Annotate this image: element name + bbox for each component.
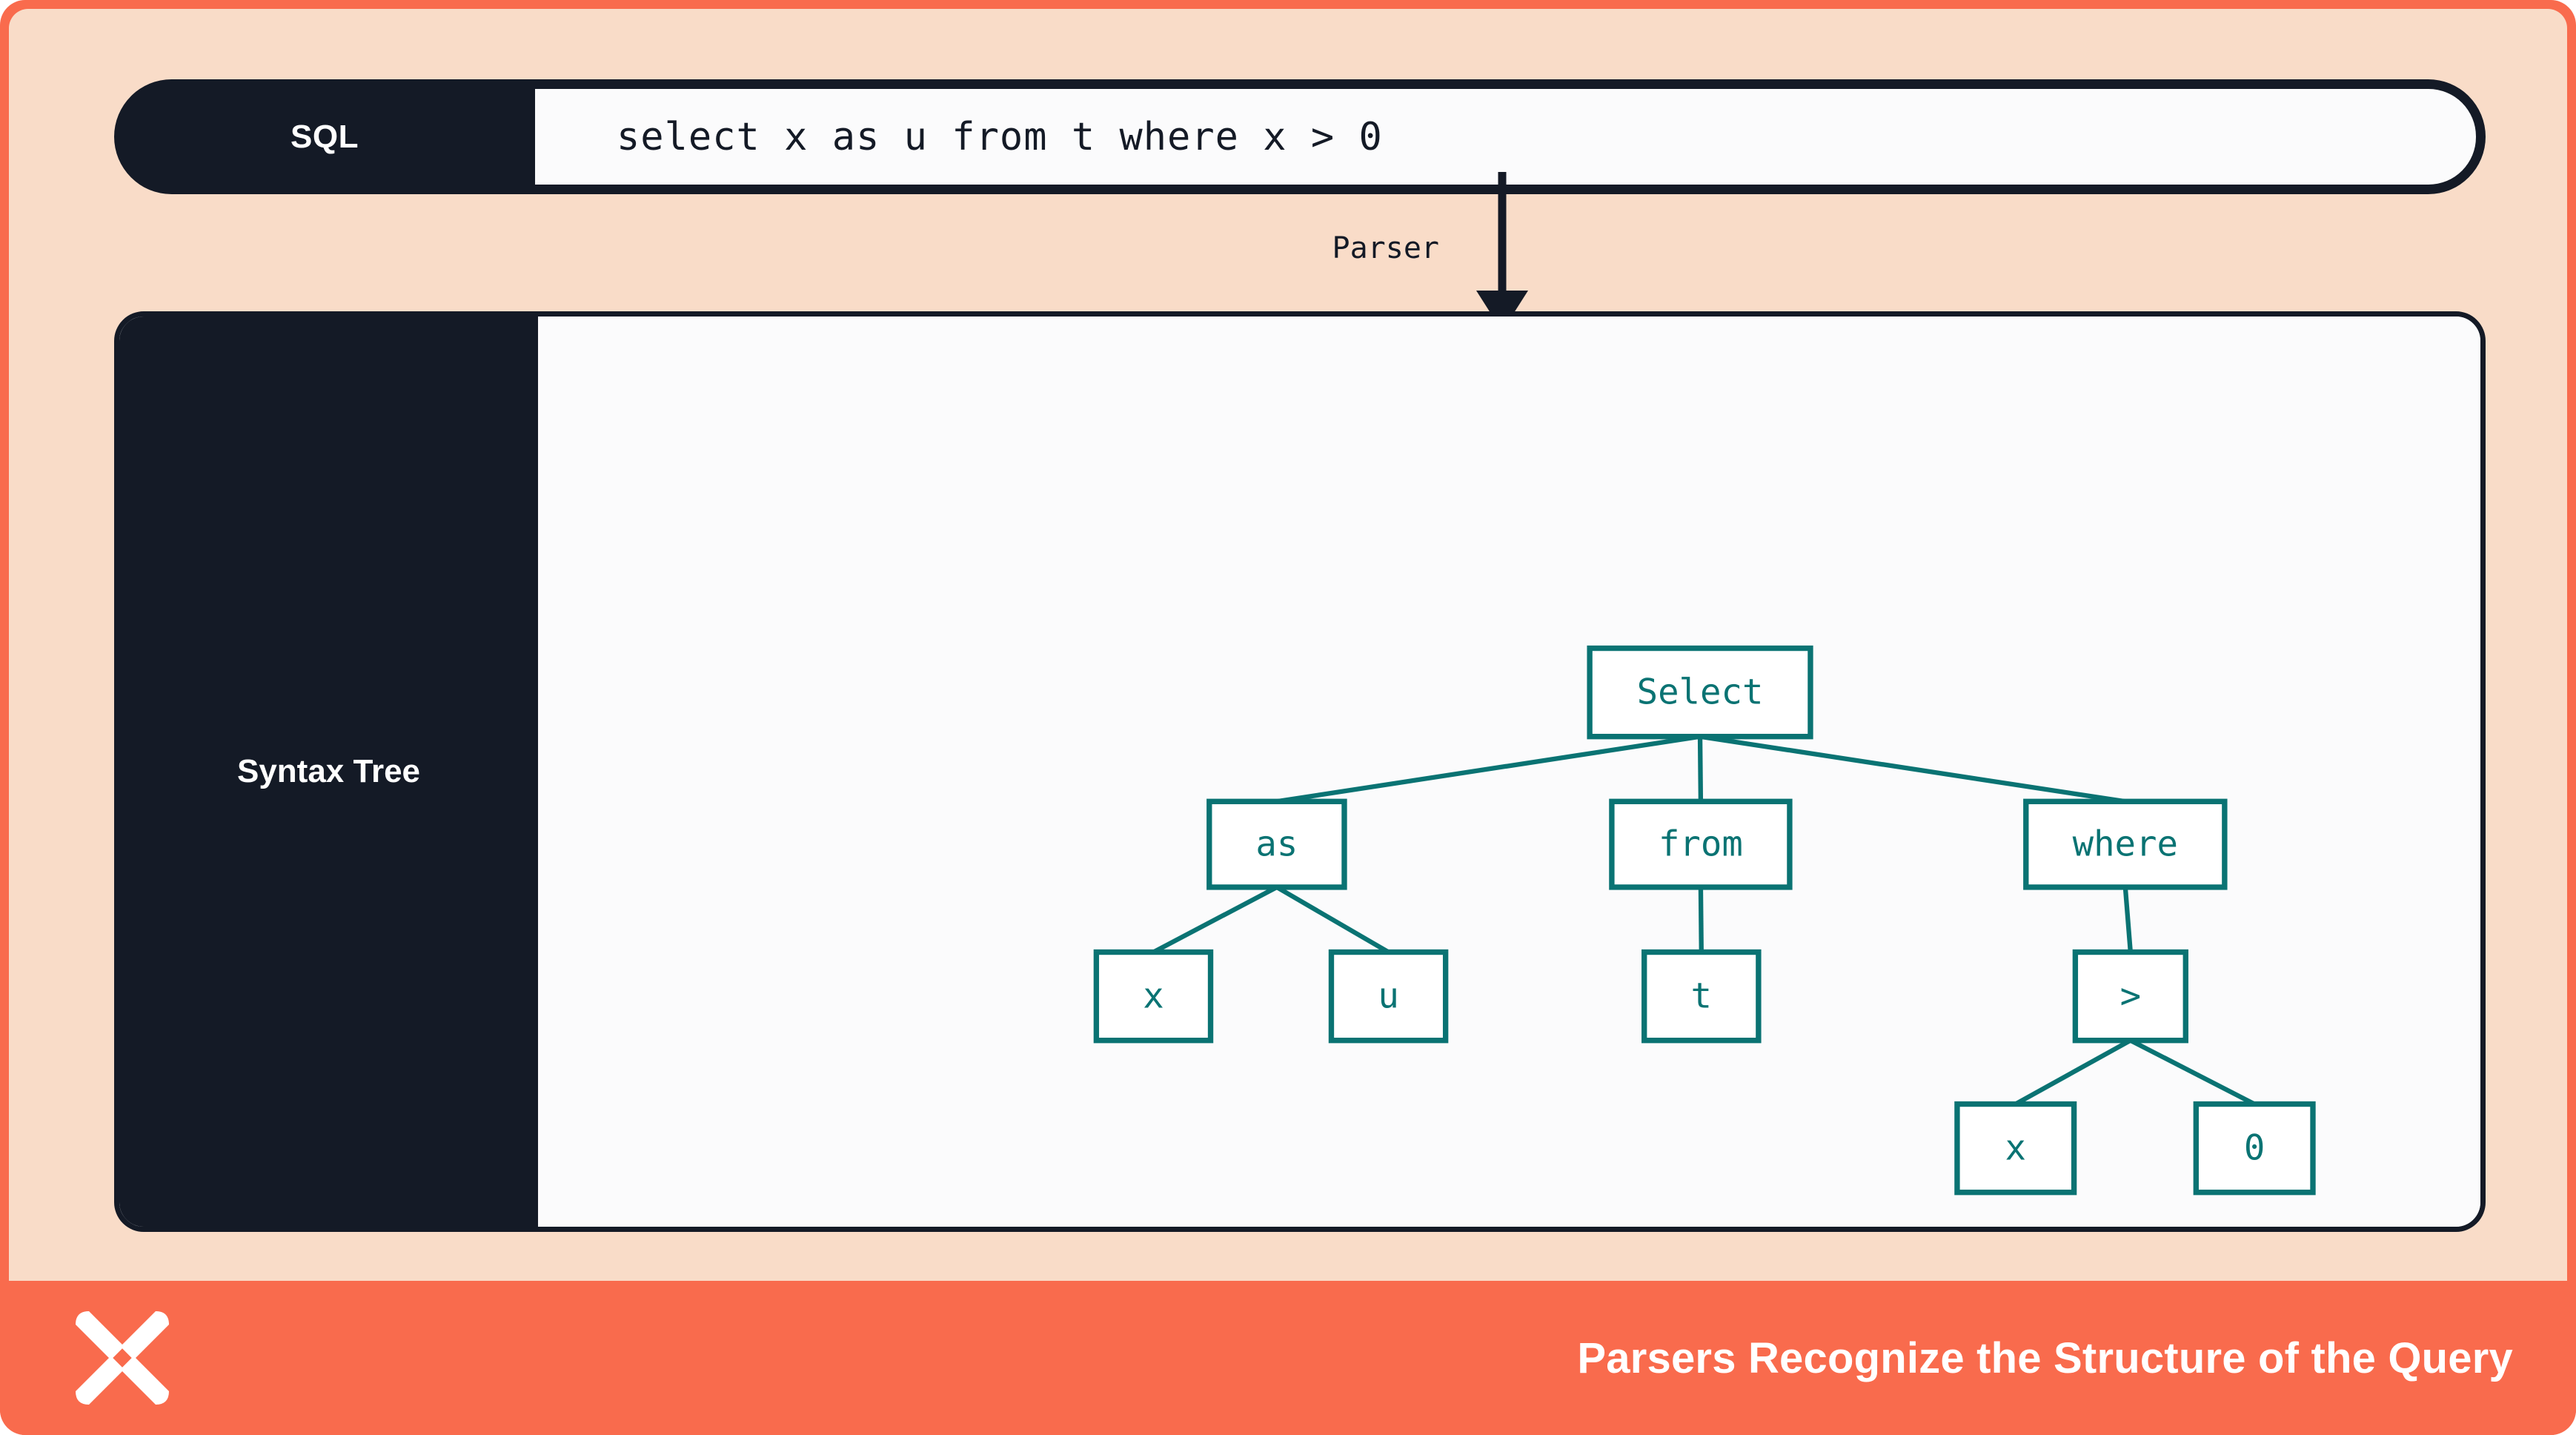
tree-edge <box>1697 736 1704 802</box>
tree-node-box <box>1093 949 1214 1044</box>
sql-row-label: SQL <box>291 118 359 155</box>
tree-node-u[interactable]: u <box>1328 949 1449 1044</box>
tree-edge <box>1276 734 1701 804</box>
footer-bar: Parsers Recognize the Structure of the Q… <box>0 1281 2576 1435</box>
tree-node-box <box>1641 949 1762 1044</box>
tree-node-gt[interactable]: > <box>2072 949 2188 1044</box>
tree-node-label: x <box>2005 1128 2026 1169</box>
tree-node-label: where <box>2073 824 2178 865</box>
tree-edge <box>2129 1038 2256 1107</box>
tree-node-select[interactable]: Select <box>1587 645 1813 740</box>
tree-node-t[interactable]: t <box>1641 949 1762 1044</box>
parser-label: Parser <box>1332 231 1440 265</box>
syntax-tree-graph: Select as from where x u t > x 0 <box>1093 645 2316 1196</box>
tree-node-box <box>1587 645 1813 740</box>
tree-edge <box>1152 885 1278 955</box>
tree-node-x2[interactable]: x <box>1954 1101 2077 1196</box>
tree-edge <box>1699 734 2126 804</box>
tree-edge <box>1275 885 1390 955</box>
tree-node-label: t <box>1691 976 1712 1017</box>
syntax-tree-panel: Syntax Tree Select as from where x u t > x 0 <box>114 311 2486 1232</box>
tree-node-label: Select <box>1637 672 1764 713</box>
down-arrow-icon <box>1476 172 1528 331</box>
tree-node-label: from <box>1659 824 1743 865</box>
tree-node-label: u <box>1378 976 1398 1017</box>
body-area: SQL select x as u from t where x > 0 Par… <box>9 9 2567 1281</box>
tree-node-label: x <box>1143 976 1163 1017</box>
tree-edge <box>2014 1038 2132 1107</box>
tree-node-box <box>1609 798 1793 890</box>
parser-transform: Parser <box>1269 172 1639 331</box>
tree-node-x1[interactable]: x <box>1093 949 1214 1044</box>
tree-node-box <box>2072 949 2188 1044</box>
tree-node-box <box>2023 798 2228 890</box>
tree-node-label: 0 <box>2244 1128 2265 1169</box>
tree-node-box <box>1954 1101 2077 1196</box>
star-x-logo-icon <box>76 1311 169 1405</box>
tree-node-box <box>1328 949 1449 1044</box>
syntax-tree-label: Syntax Tree <box>119 317 538 1227</box>
tree-edge <box>1698 886 1704 952</box>
sql-query-field[interactable]: select x as u from t where x > 0 <box>535 89 2476 185</box>
tree-node-from[interactable]: from <box>1609 798 1793 890</box>
tree-node-label: as <box>1255 824 1298 865</box>
tree-node-box <box>2193 1101 2316 1196</box>
footer-tagline: Parsers Recognize the Structure of the Q… <box>1577 1333 2513 1382</box>
tree-node-label: > <box>2120 976 2141 1017</box>
sql-row: SQL select x as u from t where x > 0 <box>114 79 2486 194</box>
tree-node-box <box>1206 798 1347 890</box>
tree-node-zero[interactable]: 0 <box>2193 1101 2316 1196</box>
tree-edge <box>2122 886 2133 952</box>
tree-node-as[interactable]: as <box>1206 798 1347 890</box>
brand-logo <box>67 1302 178 1414</box>
tree-node-where[interactable]: where <box>2023 798 2228 890</box>
syntax-tree-canvas: Select as from where x u t > x 0 <box>538 317 2480 1227</box>
